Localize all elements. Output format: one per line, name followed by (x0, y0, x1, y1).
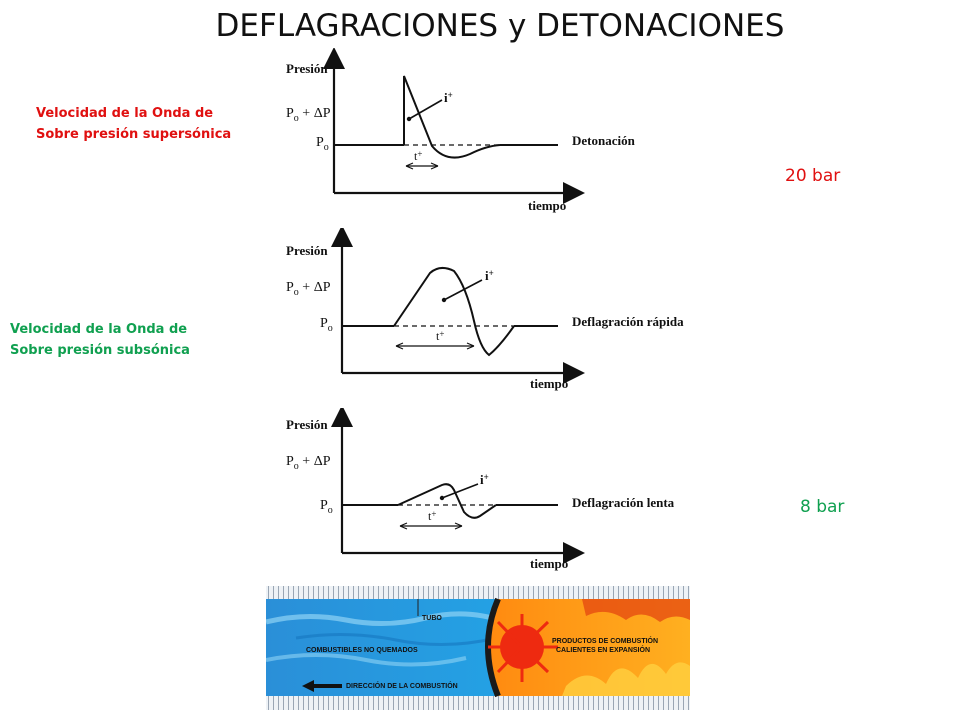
p0-plus-label: Po + ΔP (286, 280, 331, 298)
impulse-label: i+ (485, 268, 494, 283)
fast-deflagration-graph: Presión Po + ΔP Po i+ t+ Deflagración rá… (286, 228, 684, 391)
subsonic-note: Velocidad de la Onda de Sobre presión su… (10, 319, 190, 361)
impulse-leader (443, 279, 483, 301)
subsonic-note-line-1: Velocidad de la Onda de (10, 322, 188, 337)
supersonic-note-line-1: Velocidad de la Onda de (36, 106, 214, 121)
pressure-curve (393, 267, 515, 357)
direction-label: DIRECCIÓN DE LA COMBUSTIÓN (346, 681, 458, 690)
subsonic-note-line-2: Sobre presión subsónica (10, 343, 190, 358)
x-axis-label: tiempo (528, 198, 566, 213)
supersonic-note: Velocidad de la Onda de Sobre presión su… (36, 103, 231, 145)
supersonic-note-line-2: Sobre presión supersónica (36, 127, 232, 142)
pressure-tag-low: 8 bar (800, 497, 845, 517)
pressure-curve (403, 75, 501, 159)
impulse-leader (408, 99, 443, 120)
products-label-line-1: PRODUCTOS DE COMBUSTIÓN (552, 636, 658, 645)
combustion-tube-illustration: TUBO COMBUSTIBLES NO QUEMADOS PRODUCTOS … (266, 586, 690, 710)
y-axis-label: Presión (286, 417, 328, 432)
unburned-label: COMBUSTIBLES NO QUEMADOS (306, 647, 418, 654)
duration-label: t+ (436, 329, 444, 343)
p0-plus-label: Po + ΔP (286, 106, 331, 124)
duration-label: t+ (428, 509, 436, 523)
curve-name: Deflagración rápida (572, 314, 684, 329)
y-axis-label: Presión (286, 243, 328, 258)
impulse-label: i+ (444, 90, 453, 105)
p0-plus-label: Po + ΔP (286, 454, 331, 472)
slow-deflagration-graph: Presión Po + ΔP Po i+ t+ Deflagración le… (286, 408, 675, 571)
page-title: DEFLAGRACIONES y DETONACIONES (215, 8, 785, 44)
curve-name: Deflagración lenta (572, 495, 675, 510)
impulse-leader (441, 483, 479, 499)
products-label-line-2: CALIENTES EN EXPANSIÓN (556, 645, 650, 654)
x-axis-label: tiempo (530, 376, 568, 391)
impulse-label: i+ (480, 472, 489, 487)
curve-name: Detonación (572, 133, 636, 148)
p0-label: Po (316, 135, 329, 153)
p0-label: Po (320, 316, 333, 334)
duration-label: t+ (414, 149, 422, 163)
burned-zone (488, 599, 690, 696)
x-axis-label: tiempo (530, 556, 568, 571)
detonation-graph: Presión Po + ΔP Po i+ t+ Detonación tiem… (286, 48, 636, 213)
y-axis-label: Presión (286, 61, 328, 76)
tube-label: TUBO (422, 615, 442, 622)
pressure-curve (397, 483, 497, 519)
p0-label: Po (320, 498, 333, 516)
pressure-tag-high: 20 bar (785, 166, 841, 186)
